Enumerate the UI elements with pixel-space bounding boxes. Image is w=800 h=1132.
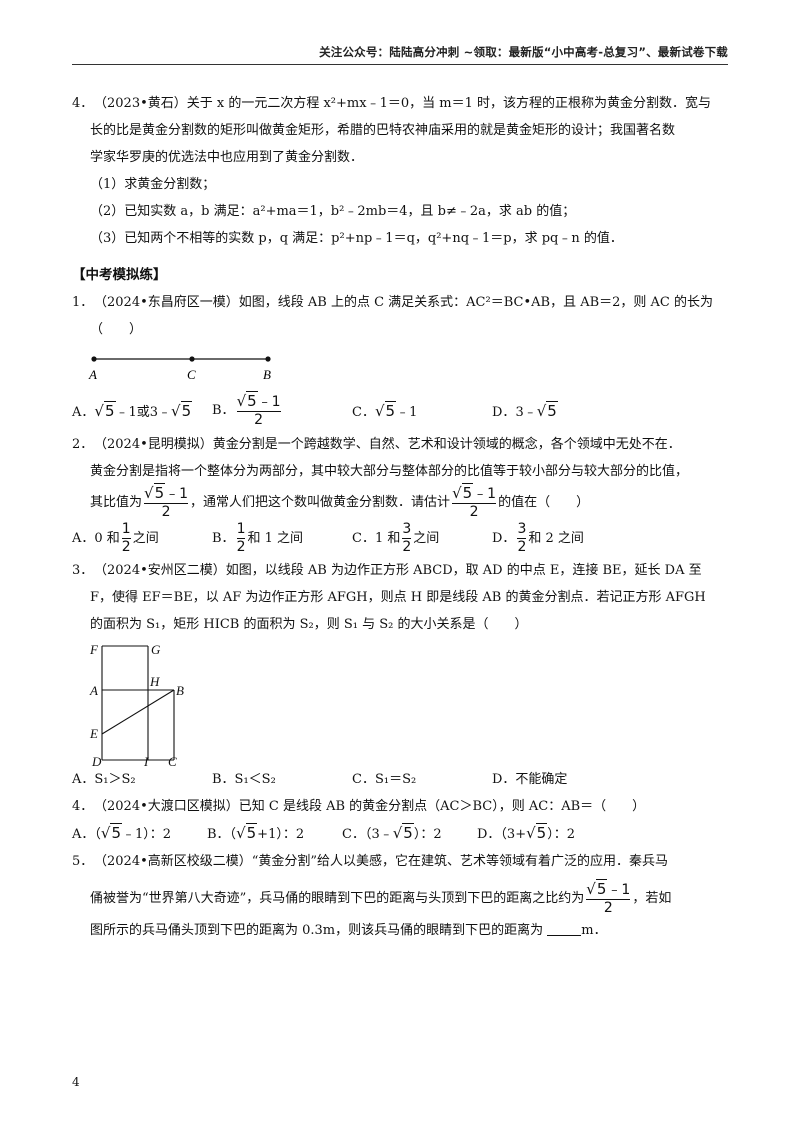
question-text: 学家华罗庚的优选法中也应用到了黄金分割数．: [90, 150, 364, 165]
label-a: A: [89, 683, 98, 698]
label-b: B: [263, 367, 271, 382]
segment-figure: A C B: [72, 343, 728, 393]
option-a[interactable]: A．√5﹣1或3﹣√5: [72, 401, 193, 420]
label-a: A: [88, 367, 97, 382]
option-a[interactable]: A．（√5﹣1）：2: [72, 823, 172, 842]
question-text: 的面积为 S₁，矩形 HICB 的面积为 S₂，则 S₁ 与 S₂ 的大小关系是…: [90, 617, 528, 632]
page-header: 关注公众号：陆陆高分冲刺 ~领取：最新版“小中高考-总复习”、最新试卷下载: [319, 45, 728, 59]
question-text: 图所示的兵马俑头顶到下巴的距离为 0.3m，则该兵马俑的眼睛到下巴的距离为 m．: [90, 921, 607, 938]
question-text: 俑被誉为“世界第八大奇迹”，兵马俑的眼睛到下巴的距离与头顶到下巴的距离之比约为√…: [90, 878, 672, 916]
label-h: H: [149, 674, 160, 689]
option-c[interactable]: C．S₁＝S₂: [352, 772, 417, 787]
question-number: 5．: [72, 854, 94, 869]
option-b[interactable]: B．（√5+1）：2: [207, 823, 305, 842]
question-number: 4．: [72, 96, 94, 111]
option-d[interactable]: D．3﹣√5: [492, 401, 558, 420]
option-c[interactable]: C．（3﹣√5）：2: [342, 823, 442, 842]
label-b: B: [176, 683, 184, 698]
question-text: （2024•大渡口区模拟）已知 C 是线段 AB 的黄金分割点（AC＞BC），则…: [94, 799, 646, 814]
line-eb: [101, 689, 175, 735]
mock-question-5: 5．（2024•高新区校级二模）“黄金分割”给人以美感，它在建筑、艺术等领域有着…: [72, 848, 728, 944]
options: A．（√5﹣1）：2 B．（√5+1）：2 C．（3﹣√5）：2 D．（3+√5…: [72, 820, 728, 848]
page-content: 4．（2023•黄石）关于 x 的一元二次方程 x²+mx﹣1＝0，当 m＝1 …: [72, 72, 728, 944]
label-i: I: [143, 754, 149, 766]
sub-question-3: （3）已知两个不相等的实数 p，q 满足：p²+np﹣1＝q，q²+nq﹣1＝p…: [90, 231, 623, 246]
label-d: D: [91, 754, 102, 766]
segment-diagram: A C B: [88, 356, 271, 382]
question-4-prev: 4．（2023•黄石）关于 x 的一元二次方程 x²+mx﹣1＝0，当 m＝1 …: [72, 90, 728, 252]
question-text: 长的比是黄金分割数的矩形叫做黄金矩形，希腊的巴特农神庙采用的就是黄金矩形的设计；…: [90, 123, 676, 138]
question-text: （2024•高新区校级二模）“黄金分割”给人以美感，它在建筑、艺术等领域有着广泛…: [94, 854, 669, 869]
option-c[interactable]: C．√5﹣1: [352, 401, 418, 420]
question-text: F，使得 EF＝BE，以 AF 为边作正方形 AFGH，则点 H 即是线段 AB…: [90, 590, 706, 605]
question-text: 黄金分割是指将一个整体分为两部分，其中较大部分与整体部分的比值等于较小部分与较大…: [90, 464, 689, 479]
point-a: [91, 356, 97, 362]
label-c: C: [168, 754, 177, 766]
mock-question-4: 4．（2024•大渡口区模拟）已知 C 是线段 AB 的黄金分割点（AC＞BC）…: [72, 793, 728, 848]
question-text: （2024•昆明模拟）黄金分割是一个跨越数学、自然、艺术和设计领域的概念，各个领…: [94, 437, 681, 452]
label-g: G: [151, 642, 161, 657]
point-c: [189, 356, 195, 362]
mock-question-3: 3．（2024•安州区二模）如图，以线段 AB 为边作正方形 ABCD，取 AD…: [72, 557, 728, 793]
page-number: 4: [72, 1075, 80, 1089]
label-e: E: [89, 726, 98, 741]
sub-question-2: （2）已知实数 a，b 满足：a²+ma＝1，b²﹣2mb＝4，且 b≠﹣2a，…: [90, 204, 576, 219]
option-a[interactable]: A．S₁＞S₂: [72, 772, 136, 787]
option-b[interactable]: B．S₁＜S₂: [212, 772, 276, 787]
label-c: C: [187, 367, 196, 382]
option-d[interactable]: D．不能确定: [492, 772, 568, 787]
question-text: （2024•东昌府区一模）如图，线段 AB 上的点 C 满足关系式：AC²＝BC…: [94, 295, 714, 310]
question-number: 4．: [72, 799, 94, 814]
mock-question-1: 1．（2024•东昌府区一模）如图，线段 AB 上的点 C 满足关系式：AC²＝…: [72, 289, 728, 431]
option-d[interactable]: D．（3+√5）：2: [477, 823, 575, 842]
golden-square-diagram: F G A H B E D I C: [89, 642, 184, 769]
square-figure: F G A H B E D I C: [72, 638, 728, 769]
options: A．S₁＞S₂ B．S₁＜S₂ C．S₁＝S₂ D．不能确定: [72, 766, 728, 793]
mock-question-2: 2．（2024•昆明模拟）黄金分割是一个跨越数学、自然、艺术和设计领域的概念，各…: [72, 431, 728, 557]
header-rule: [72, 64, 728, 65]
answer-bracket: （ ）: [90, 322, 143, 337]
question-text: （2023•黄石）关于 x 的一元二次方程 x²+mx﹣1＝0，当 m＝1 时，…: [94, 96, 711, 111]
question-text: （2024•安州区二模）如图，以线段 AB 为边作正方形 ABCD，取 AD 的…: [94, 563, 702, 578]
point-b: [265, 356, 271, 362]
question-number: 3．: [72, 563, 94, 578]
sub-question-1: （1）求黄金分割数；: [90, 177, 216, 192]
answer-blank[interactable]: [547, 921, 582, 936]
section-title: 【中考模拟练】: [72, 267, 167, 283]
label-f: F: [89, 642, 99, 657]
question-number: 2．: [72, 437, 94, 452]
question-number: 1．: [72, 295, 94, 310]
